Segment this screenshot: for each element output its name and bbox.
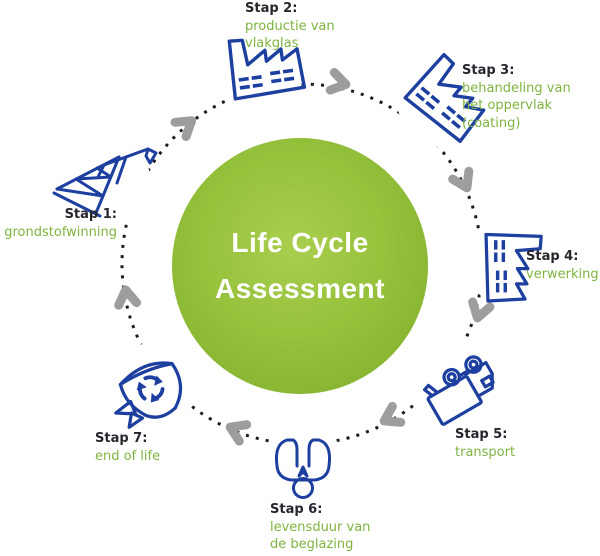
step-label-2: Stap 2: productie van vlakglas — [245, 0, 335, 53]
step-line: vlakglas — [245, 36, 299, 51]
step-label-1: Stap 1: grondstofwinning — [0, 206, 117, 241]
lca-center-circle: Life Cycle Assessment — [172, 138, 428, 394]
step-title: Stap 4: — [526, 249, 579, 264]
step-line: end of life — [95, 448, 161, 464]
step-title: Stap 3: — [462, 63, 515, 78]
flow-arrow — [469, 302, 490, 320]
step-line: grondstofwinning — [4, 224, 117, 240]
step-title: Stap 1: — [64, 207, 117, 222]
flow-arrow — [117, 289, 137, 305]
recycle-symbol — [136, 375, 165, 403]
flow-arrow — [380, 406, 401, 428]
step-title: Stap 5: — [455, 427, 508, 442]
step-line: de beglazing — [270, 537, 354, 552]
person-icon — [275, 438, 331, 499]
step-title: Stap 7: — [95, 431, 148, 446]
step-title: Stap 6: — [270, 502, 323, 517]
step-title: Stap 2: — [245, 1, 298, 16]
step-line: productie van — [245, 18, 335, 34]
flow-arrow — [330, 73, 348, 94]
flow-arrow — [175, 114, 197, 137]
step-line: verwerking — [526, 266, 599, 282]
center-title-line1: Life Cycle — [231, 227, 369, 258]
center-title-line2: Assessment — [215, 273, 385, 304]
step-line: levensduur van — [270, 519, 371, 535]
flow-arrow — [453, 171, 475, 191]
flow-arrow — [227, 419, 247, 441]
step-label-5: Stap 5: transport — [455, 426, 515, 461]
oil-derrick-icon — [52, 147, 158, 218]
step-label-6: Stap 6: levensduur van de beglazing — [270, 501, 370, 554]
step-line: behandeling van — [462, 80, 571, 96]
step-label-4: Stap 4: verwerking — [526, 248, 599, 283]
truck-icon — [422, 355, 495, 426]
step-line: transport — [455, 444, 516, 460]
step-line: het oppervlak — [462, 98, 553, 113]
step-line: (coating) — [462, 115, 521, 131]
step-label-7: Stap 7: end of life — [95, 430, 160, 465]
step-label-3: Stap 3: behandeling van het oppervlak (c… — [462, 62, 571, 132]
recycle-bin-icon — [114, 361, 183, 429]
